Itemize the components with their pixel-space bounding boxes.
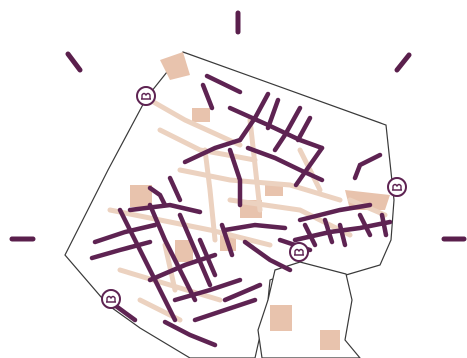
ray-top-left [65, 51, 83, 73]
primary-street [297, 202, 373, 223]
plaza [175, 240, 193, 262]
primary-street [147, 185, 168, 208]
primary-street [92, 222, 158, 245]
sunburst-rays [9, 10, 467, 242]
primary-street [227, 147, 243, 208]
primary-street [167, 175, 183, 203]
primary-street [162, 319, 218, 348]
primary-street [147, 252, 218, 283]
primary-street [302, 222, 318, 248]
primary-street [127, 202, 203, 215]
secondary-street [162, 242, 178, 293]
secondary-street [247, 117, 263, 213]
primary-streets [89, 73, 393, 348]
gate-icon [392, 183, 402, 191]
primary-street [357, 212, 373, 238]
secondary-street [117, 267, 223, 303]
plaza [192, 108, 210, 122]
primary-street [337, 222, 348, 248]
gate-markers [101, 86, 407, 309]
plaza [130, 185, 152, 207]
gate-icon [141, 92, 151, 100]
primary-street [147, 202, 198, 303]
primary-street [117, 207, 178, 323]
primary-street [295, 115, 313, 143]
primary-street [200, 82, 215, 111]
district-outline [64, 51, 395, 358]
primary-street [227, 105, 325, 151]
gate-marker[interactable] [289, 242, 309, 262]
gate-marker[interactable] [387, 177, 407, 197]
primary-street [89, 239, 153, 261]
primary-street [172, 277, 243, 303]
primary-street [222, 222, 288, 233]
secondary-street [202, 147, 218, 243]
secondary-street [177, 167, 343, 203]
secondary-street [147, 97, 243, 148]
primary-street [322, 217, 335, 245]
gate-icon [106, 295, 116, 303]
gate-marker[interactable] [101, 289, 121, 309]
primary-street [192, 297, 258, 323]
primary-street [352, 152, 383, 181]
plaza [270, 305, 292, 331]
plaza [320, 330, 340, 350]
primary-street [182, 137, 243, 165]
gate-marker[interactable] [136, 86, 156, 106]
primary-street [222, 282, 263, 303]
primary-street [242, 239, 293, 273]
ray-top-right [394, 52, 412, 73]
primary-street [245, 145, 325, 183]
primary-street [379, 212, 389, 238]
primary-street [293, 145, 325, 188]
secondary-street [297, 147, 323, 193]
primary-street [177, 212, 213, 288]
secondary-street [227, 197, 353, 238]
secondary-street [157, 127, 258, 163]
plaza [160, 52, 190, 80]
primary-street [204, 73, 243, 95]
gate-icon [294, 248, 304, 256]
